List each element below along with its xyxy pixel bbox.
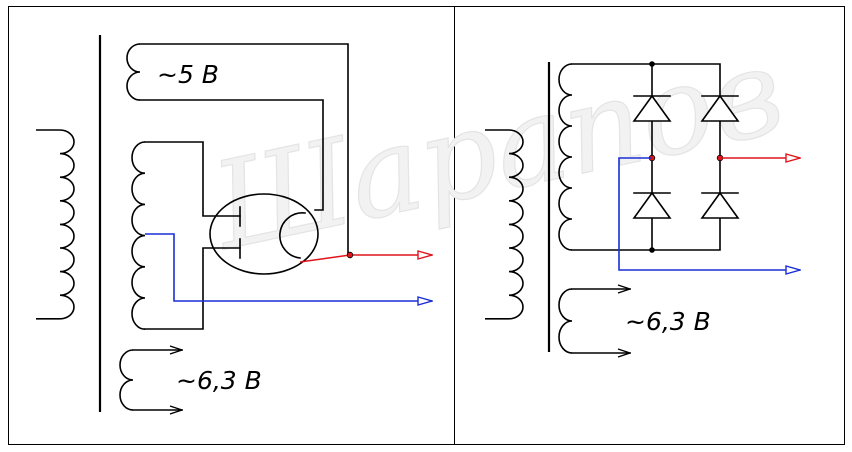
right-heater-winding-6v3 <box>558 288 573 354</box>
left-transformer <box>36 35 349 412</box>
diode-d4 <box>700 191 740 219</box>
diode-d2 <box>700 94 740 122</box>
left-negative-output <box>145 233 432 301</box>
left-primary-winding <box>36 129 75 320</box>
left-heater-winding-6v3 <box>119 349 134 411</box>
left-secondary-winding <box>131 141 146 330</box>
diode-bridge <box>571 61 740 253</box>
left-anode-wire-b <box>144 247 241 330</box>
left-label-6v3: ~6,3 В <box>176 366 262 395</box>
right-label-6v3: ~6,3 В <box>625 307 711 336</box>
watermark-text: Шарапов <box>200 22 794 278</box>
right-panel-frame <box>454 6 845 445</box>
diode-d3 <box>632 191 672 219</box>
right-transformer <box>485 62 630 353</box>
left-anode-wire-a <box>144 141 241 217</box>
right-primary-winding <box>485 129 524 320</box>
left-filament-winding-5v <box>126 43 141 101</box>
kenotron-tube <box>209 193 319 275</box>
left-filament-wire <box>139 43 349 256</box>
right-negative-output <box>618 157 800 270</box>
left-output-junction <box>346 251 354 259</box>
left-filament-return <box>139 99 324 211</box>
left-label-5v: ~5 В <box>157 60 219 89</box>
right-secondary-winding <box>558 63 573 251</box>
diode-d1 <box>632 94 672 122</box>
